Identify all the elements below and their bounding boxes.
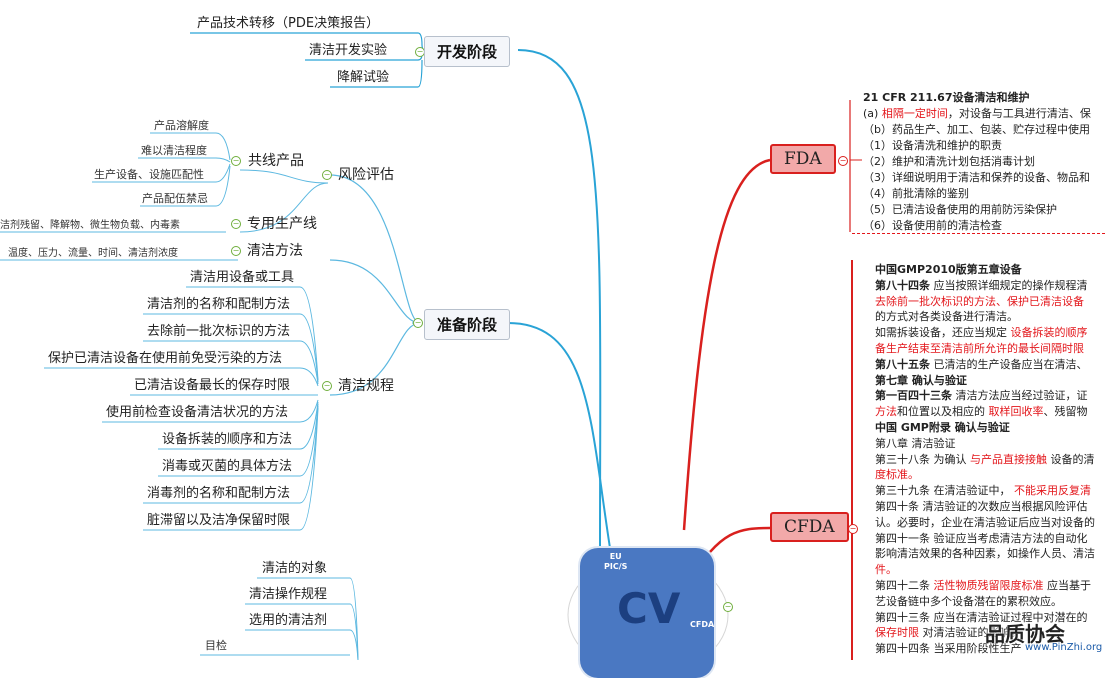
fda-line: （4）前批清除的鉴别 <box>863 187 969 200</box>
fda-line: （1）设备清洗和维护的职责 <box>863 139 1002 152</box>
cfda-line: 第七章 确认与验证 <box>875 373 967 387</box>
leaf-solubility[interactable]: 产品溶解度 <box>154 119 209 132</box>
collapse-icon[interactable] <box>231 156 241 166</box>
fda-divider <box>852 233 1105 234</box>
mind-map-connectors <box>0 32 862 660</box>
node-shared-line[interactable]: 共线产品 <box>248 153 304 169</box>
cfda-line: 中国GMP2010版第五章设备 <box>875 263 1022 276</box>
leaf-cleaning-agent[interactable]: 选用的清洁剂 <box>249 613 328 628</box>
leaf-degradation-test[interactable]: 降解试验 <box>337 70 390 85</box>
cfda-line: 第四十条 清洁验证的次数应当根据风险评估 <box>875 499 1088 513</box>
leaf-procedure-item[interactable]: 清洁剂的名称和配制方法 <box>147 297 291 312</box>
fda-line: （b）药品生产、加工、包装、贮存过程中使用 <box>863 123 1090 136</box>
cfda-line: 度标准。 <box>875 468 919 482</box>
leaf-cleaning-target[interactable]: 清洁的对象 <box>262 561 328 576</box>
leaf-procedure-item[interactable]: 清洁用设备或工具 <box>190 270 295 285</box>
cfda-line: 保存时限 对清洁验证的影响。 <box>875 626 1022 640</box>
leaf-visual-inspection[interactable]: 目检 <box>205 639 227 652</box>
fda-text-panel: 21 CFR 211.67设备清洁和维护 (a) 相隔一定时间，对设备与工具进行… <box>863 90 1105 234</box>
collapse-icon[interactable] <box>322 381 332 391</box>
node-fda[interactable]: FDA <box>770 144 836 174</box>
fda-line: （2）维护和清洗计划包括消毒计划 <box>863 155 1035 168</box>
node-cfda[interactable]: CFDA <box>770 512 849 542</box>
cfda-line: 第四十一条 验证应当考虑清洁方法的自动化 <box>875 531 1088 545</box>
cfda-line: 第八十四条 应当按照详细规定的操作规程清 <box>875 278 1088 292</box>
cfda-line: 方法和位置以及相应的 取样回收率、残留物 <box>875 405 1088 419</box>
cfda-line: 第一百四十三条 清洁方法应当经过验证，证 <box>875 389 1088 403</box>
cfda-line: 如需拆装设备，还应当规定 设备拆装的顺序 <box>875 326 1088 340</box>
collapse-icon[interactable] <box>723 602 733 612</box>
leaf-pde-transfer[interactable]: 产品技术转移（PDE决策报告） <box>197 16 380 31</box>
leaf-cleaning-sop[interactable]: 清洁操作规程 <box>249 587 328 602</box>
leaf-method-params[interactable]: 温度、压力、流量、时间、清洁剂浓度 <box>8 248 178 259</box>
node-risk-assessment[interactable]: 风险评估 <box>338 167 394 183</box>
collapse-icon[interactable] <box>231 219 241 229</box>
cfda-line: 第三十九条 在清洁验证中， 不能采用反复清 <box>875 484 1091 498</box>
cfda-line: 第四十三条 应当在清洁验证过程中对潜在的 <box>875 610 1088 624</box>
cfda-line: 第四十四条 当采用阶段性生产 <box>875 642 1022 656</box>
cfda-text-panel: 中国GMP2010版第五章设备 第八十四条 应当按照详细规定的操作规程清 去除前… <box>875 262 1105 657</box>
root-node[interactable] <box>580 548 714 678</box>
branch-preparation[interactable]: 准备阶段 <box>424 309 511 340</box>
leaf-procedure-item[interactable]: 保护已清洁设备在使用前免受污染的方法 <box>48 351 283 366</box>
collapse-icon[interactable] <box>231 246 241 256</box>
collapse-icon[interactable] <box>838 156 848 166</box>
cfda-line: 第八十五条 已清洁的生产设备应当在清洁、 <box>875 357 1088 371</box>
fda-line: （6）设备使用前的清洁检查 <box>863 219 1002 232</box>
branch-development[interactable]: 开发阶段 <box>424 36 511 67</box>
leaf-procedure-item[interactable]: 消毒剂的名称和配制方法 <box>147 486 291 501</box>
cfda-line: 去除前一批次标识的方法、保护已清洁设备 <box>875 294 1084 308</box>
cfda-line: 的方式对各类设备进行清洁。 <box>875 310 1018 324</box>
cfda-line: 艺设备链中多个设备潜在的累积效应。 <box>875 594 1062 608</box>
fda-line: (a) 相隔一定时间，对设备与工具进行清洁、保 <box>863 107 1091 120</box>
leaf-incompatibility[interactable]: 产品配伍禁忌 <box>142 192 208 205</box>
collapse-icon[interactable] <box>322 170 332 180</box>
tag-eu-pics-label: EU PIC/S <box>604 552 628 571</box>
leaf-procedure-item[interactable]: 消毒或灭菌的具体方法 <box>162 459 293 474</box>
node-cleaning-procedure[interactable]: 清洁规程 <box>338 378 394 394</box>
fda-line: （5）已清洁设备使用的用前防污染保护 <box>863 203 1057 216</box>
fda-line: 21 CFR 211.67设备清洁和维护 <box>863 91 1030 104</box>
root-label: CV <box>617 584 681 633</box>
cfda-line: 件。 <box>875 563 897 577</box>
cfda-line: 第八章 清洁验证 <box>875 436 956 450</box>
watermark-url: www.PinZhi.org <box>1025 642 1103 653</box>
leaf-procedure-item[interactable]: 设备拆装的顺序和方法 <box>162 432 293 447</box>
tag-cfda: CFDA <box>690 620 715 629</box>
cfda-line: 第三十八条 为确认 与产品直接接触 设备的清 <box>875 452 1095 466</box>
cfda-line: 第四十二条 活性物质残留限度标准 应当基于 <box>875 578 1091 592</box>
tag-eu-pics: EU PIC/S <box>604 552 627 572</box>
leaf-cleaning-dev-test[interactable]: 清洁开发实验 <box>309 43 388 58</box>
fda-line: （3）详细说明用于清洁和保养的设备、物品和 <box>863 171 1090 184</box>
leaf-procedure-item[interactable]: 使用前检查设备清洁状况的方法 <box>106 405 289 420</box>
leaf-cleaning-difficulty[interactable]: 难以清洁程度 <box>141 144 207 157</box>
leaf-procedure-item[interactable]: 去除前一批次标识的方法 <box>147 324 291 339</box>
cfda-line: 影响清洁效果的各种因素，如操作人员、清洁 <box>875 547 1095 561</box>
leaf-dedicated-residues[interactable]: 洁剂残留、降解物、微生物负载、内毒素 <box>0 220 180 231</box>
watermark-logo: 品质协会 <box>985 622 1065 646</box>
leaf-procedure-item[interactable]: 已清洁设备最长的保存时限 <box>134 378 291 393</box>
cfda-line: 备生产结束至清洁前所允许的最长间隔时限 <box>875 341 1084 355</box>
node-cleaning-method[interactable]: 清洁方法 <box>247 243 303 259</box>
node-dedicated-line[interactable]: 专用生产线 <box>247 216 317 232</box>
cfda-line: 认。必要时，企业在清洁验证后应当对设备的 <box>875 515 1095 529</box>
collapse-icon[interactable] <box>848 524 858 534</box>
leaf-procedure-item[interactable]: 脏滞留以及洁净保留时限 <box>147 513 291 528</box>
cfda-line: 中国 GMP附录 确认与验证 <box>875 420 1010 434</box>
collapse-icon[interactable] <box>413 318 423 328</box>
leaf-equipment-match[interactable]: 生产设备、设施匹配性 <box>94 168 204 181</box>
